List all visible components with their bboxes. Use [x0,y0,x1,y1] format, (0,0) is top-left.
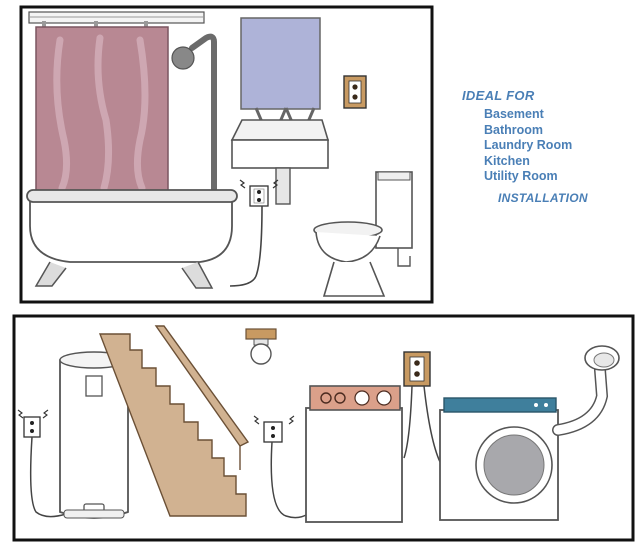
bathroom-cord [229,205,263,287]
legend-item-bathroom: Bathroom [484,122,544,137]
legend-item-laundry-room: Laundry Room [484,138,573,152]
gfci-plug-icon [253,415,295,443]
legend-list: Basement Bathroom Laundry Room Kitchen U… [484,107,588,185]
shower-curtain [35,26,169,194]
bathroom-panel-frame [19,5,434,304]
installation-legend: IDEAL FOR Basement Bathroom Laundry Room… [462,88,588,205]
dryer-vent [552,345,620,436]
outlet-icon [403,351,431,387]
legend-item-utility-room: Utility Room [484,169,558,183]
sink [230,107,330,205]
shower-head [171,33,217,193]
toilet [313,171,413,297]
legend-footer: INSTALLATION [498,190,588,205]
legend-item-kitchen: Kitchen [484,153,530,168]
dryer [439,397,559,521]
washer [305,385,403,523]
gfci-plug-icon [17,409,49,438]
basement-panel-frame [12,314,635,542]
staircase [98,325,250,517]
bathtub [26,189,238,289]
gfci-plug-icon [239,179,279,207]
legend-item-basement: Basement [484,107,544,121]
mirror [240,17,321,110]
ceiling-light-icon [245,328,277,365]
outlet-icon [343,75,367,109]
legend-heading: IDEAL FOR [462,88,535,103]
